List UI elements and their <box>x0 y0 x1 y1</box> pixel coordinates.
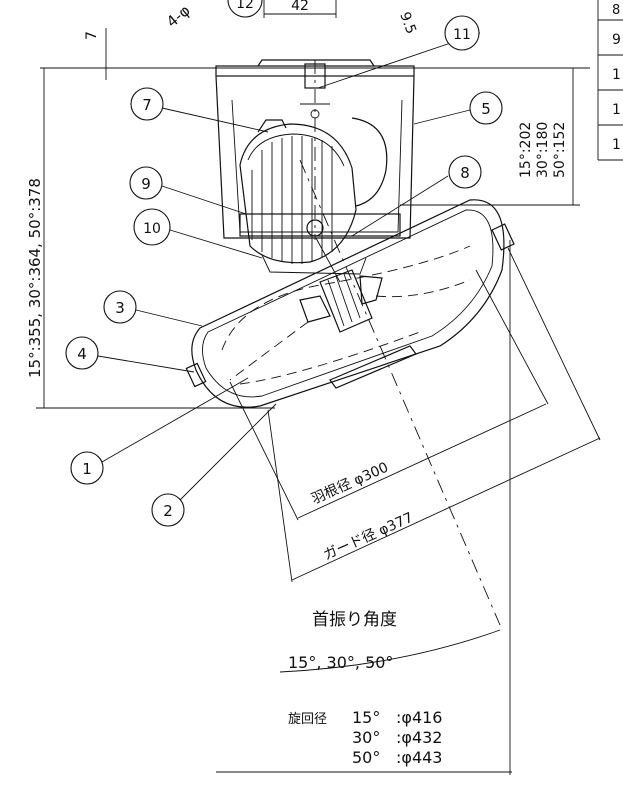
rotation-dia-50: :φ443 <box>396 748 442 767</box>
callout-1 <box>70 451 104 485</box>
swing-angle-block: 首振り角度 15°, 30°, 50° <box>279 610 501 673</box>
fan-guard <box>185 199 515 408</box>
parts-table: 8 9 1 1 1 <box>597 0 623 161</box>
callout-11-label: 11 <box>453 27 471 43</box>
fan-hub <box>229 237 471 381</box>
callout-8-label: 8 <box>460 164 470 182</box>
callout-7-label: 7 <box>142 96 152 114</box>
pitch-dim: 42 <box>291 0 309 14</box>
callout-3-label: 3 <box>115 299 125 317</box>
rotation-label: 旋回径 <box>288 712 327 727</box>
callout-8 <box>448 155 482 189</box>
right-dim-30: 30°:180 <box>535 122 551 178</box>
callout-9-label: 9 <box>141 175 151 193</box>
callout-10-label: 10 <box>143 221 161 237</box>
blade-diameter-label: 羽根径 φ300 <box>309 460 391 508</box>
table-cell: 1 <box>612 67 621 83</box>
diameter-dimensions: 羽根径 φ300 ガード径 φ377 <box>229 247 601 583</box>
callout-10 <box>133 208 171 246</box>
callout-5-label: 5 <box>481 100 491 118</box>
left-height-dimension: 15°:355, 30°:364, 50°:378 <box>26 68 275 409</box>
rotation-dia-30: :φ432 <box>396 728 442 747</box>
callout-1-label: 1 <box>82 460 92 478</box>
guard-diameter-label: ガード径 φ377 <box>321 510 416 564</box>
motor <box>239 117 388 275</box>
center-lines <box>299 60 511 775</box>
height-dim-text: 15°:355, 30°:364, 50°:378 <box>26 178 44 378</box>
right-dim-15: 15°:202 <box>518 122 534 178</box>
callout-11 <box>444 15 480 51</box>
right-dim-50: 50°:152 <box>552 122 568 178</box>
hole-dim-partial: 4-φ <box>163 1 194 31</box>
rotation-angle-50: 50° <box>352 748 380 767</box>
gap-dim: 7 <box>84 31 100 40</box>
callout-12-label: 12 <box>236 0 254 12</box>
callout-7 <box>130 87 164 121</box>
rotation-angle-15: 15° <box>352 708 380 727</box>
rotation-diameter-block: 旋回径 15° :φ416 30° :φ432 50° :φ443 <box>216 708 512 773</box>
table-cell: 9 <box>612 32 621 48</box>
callout-5 <box>469 91 503 125</box>
rotation-angle-30: 30° <box>352 728 380 747</box>
slot-dim-partial: 9.5 <box>396 10 419 36</box>
callout-2 <box>151 493 185 527</box>
table-cell: 1 <box>612 137 621 153</box>
top-dimensions: 4-φ 12 42 9.5 7 <box>40 0 590 80</box>
callout-3 <box>103 290 137 324</box>
callouts: 11 5 7 8 9 10 3 4 1 2 <box>65 15 503 527</box>
table-cell: 8 <box>612 3 620 18</box>
right-height-dimension: 15°:202 30°:180 50°:152 <box>400 68 580 206</box>
table-cell: 1 <box>612 102 621 118</box>
rotation-dia-15: :φ416 <box>396 708 442 727</box>
callout-4 <box>65 336 99 370</box>
swing-angle-values: 15°, 30°, 50° <box>288 653 393 672</box>
swing-angle-title: 首振り角度 <box>312 610 397 630</box>
callout-12 <box>227 0 263 18</box>
mount-box <box>215 59 415 239</box>
callout-4-label: 4 <box>77 345 87 363</box>
callout-9 <box>129 166 163 200</box>
callout-2-label: 2 <box>163 502 173 520</box>
